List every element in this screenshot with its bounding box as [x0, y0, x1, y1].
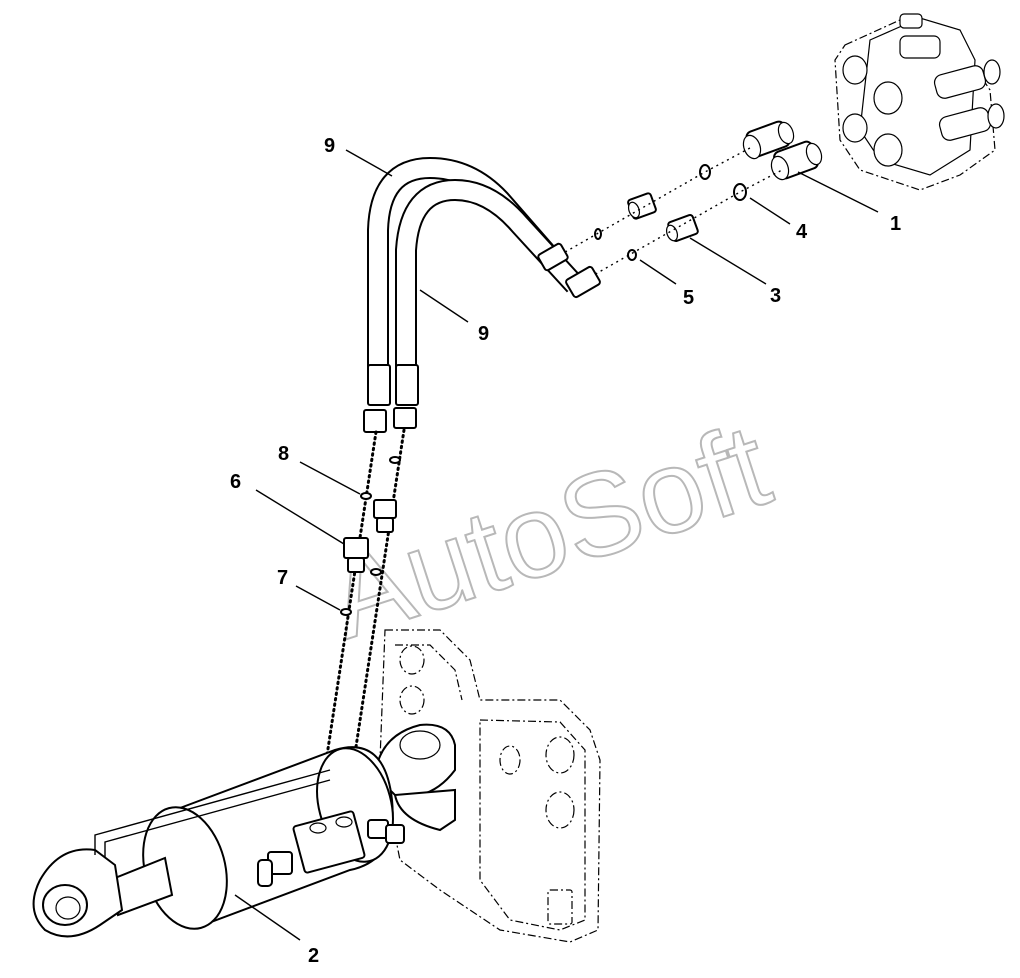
callout-1: 1 — [890, 213, 901, 235]
callout-3: 3 — [770, 285, 781, 307]
o-ring-upper-right — [389, 456, 401, 464]
callout-8: 8 — [278, 443, 289, 465]
hose-end-fitting-front-bottom — [363, 364, 391, 433]
hydraulic-hose-rear — [395, 178, 584, 400]
lift-housing-outline — [379, 629, 601, 943]
callout-7: 7 — [277, 567, 288, 589]
callout-2: 2 — [308, 945, 319, 967]
adapter-right — [373, 499, 397, 533]
o-ring-4 — [733, 183, 747, 201]
callout-4: 4 — [796, 221, 808, 243]
hose-end-fitting-front-top — [537, 242, 569, 272]
adapter-6 — [343, 537, 369, 573]
hose-end-fitting-rear-bottom — [393, 364, 419, 429]
callout-6: 6 — [230, 471, 241, 493]
o-ring-5 — [627, 249, 637, 261]
lift-arm-clevis — [373, 723, 456, 832]
callout-9-lower: 9 — [478, 323, 489, 345]
hydraulic-cylinder — [32, 746, 405, 938]
o-ring-upper — [699, 164, 711, 180]
control-valve-block — [834, 13, 1005, 191]
hose-end-fitting-rear-top — [565, 265, 601, 299]
quick-coupler-lower — [770, 140, 823, 181]
o-ring-lower-right — [370, 568, 382, 576]
adapter-upper — [627, 192, 657, 220]
callout-9-upper: 9 — [324, 135, 335, 157]
callout-5: 5 — [683, 287, 694, 309]
adapter-3 — [665, 214, 699, 242]
o-ring-7 — [340, 608, 352, 616]
o-ring-8 — [360, 492, 372, 500]
quick-coupler-upper — [742, 120, 795, 160]
